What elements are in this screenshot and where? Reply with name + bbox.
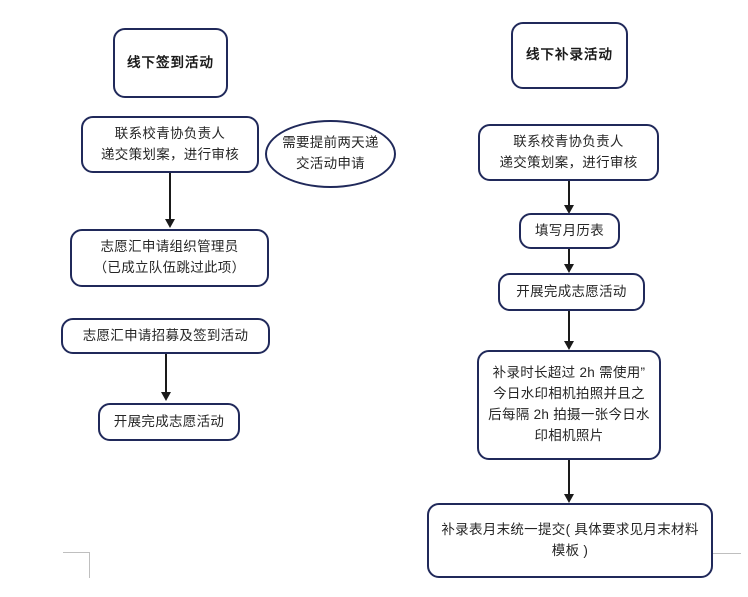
left-step3-node[interactable]: 志愿汇申请招募及签到活动 <box>61 318 270 354</box>
connector-left-1 <box>169 173 171 221</box>
right-title-label: 线下补录活动 <box>526 47 613 63</box>
left-step4-node[interactable]: 开展完成志愿活动 <box>98 403 240 441</box>
arrowhead-right-3 <box>564 341 574 350</box>
arrowhead-left-1 <box>165 219 175 228</box>
right-step3-node[interactable]: 开展完成志愿活动 <box>498 273 645 311</box>
connector-right-1 <box>568 181 570 207</box>
arrowhead-right-4 <box>564 494 574 503</box>
arrowhead-left-2 <box>161 392 171 401</box>
connector-right-2 <box>568 249 570 267</box>
left-title-node[interactable]: 线下签到活动 <box>113 28 228 98</box>
left-step1-node[interactable]: 联系校青协负责人 递交策划案，进行审核 <box>81 116 259 173</box>
right-step2-node[interactable]: 填写月历表 <box>519 213 620 249</box>
arrowhead-right-1 <box>564 205 574 214</box>
left-note-label: 需要提前两天递 交活动申请 <box>282 135 379 171</box>
right-step1-label: 联系校青协负责人 递交策划案，进行审核 <box>499 133 638 170</box>
connector-right-3 <box>568 311 570 343</box>
crop-mark-left-vertical <box>89 552 90 578</box>
crop-mark-right-horizontal <box>713 553 741 554</box>
right-step3-label: 开展完成志愿活动 <box>516 283 627 299</box>
arrowhead-right-2 <box>564 264 574 273</box>
left-step2-label: 志愿汇申请组织管理员 （已成立队伍跳过此项） <box>93 239 246 275</box>
right-step5-node[interactable]: 补录表月末统一提交( 具体要求见月末材料 模板 ) <box>427 503 713 578</box>
right-step1-node[interactable]: 联系校青协负责人 递交策划案，进行审核 <box>478 124 659 181</box>
right-step5-label: 补录表月末统一提交( 具体要求见月末材料 模板 ) <box>441 521 699 558</box>
left-title-label: 线下签到活动 <box>127 54 214 70</box>
left-step4-label: 开展完成志愿活动 <box>113 413 225 429</box>
right-step4-node[interactable]: 补录时长超过 2h 需使用” 今日水印相机拍照并且之 后每隔 2h 拍摄一张今日… <box>477 350 661 460</box>
left-step3-label: 志愿汇申请招募及签到活动 <box>82 327 249 343</box>
left-step2-node[interactable]: 志愿汇申请组织管理员 （已成立队伍跳过此项） <box>70 229 269 287</box>
right-title-node[interactable]: 线下补录活动 <box>511 22 628 89</box>
left-note-ellipse[interactable]: 需要提前两天递 交活动申请 <box>265 120 396 188</box>
crop-mark-left-horizontal <box>63 552 90 553</box>
left-step1-label: 联系校青协负责人 递交策划案，进行审核 <box>101 125 239 162</box>
right-step4-label: 补录时长超过 2h 需使用” 今日水印相机拍照并且之 后每隔 2h 拍摄一张今日… <box>488 365 650 443</box>
right-step2-label: 填写月历表 <box>535 222 604 238</box>
connector-right-4 <box>568 460 570 496</box>
connector-left-2 <box>165 354 167 394</box>
